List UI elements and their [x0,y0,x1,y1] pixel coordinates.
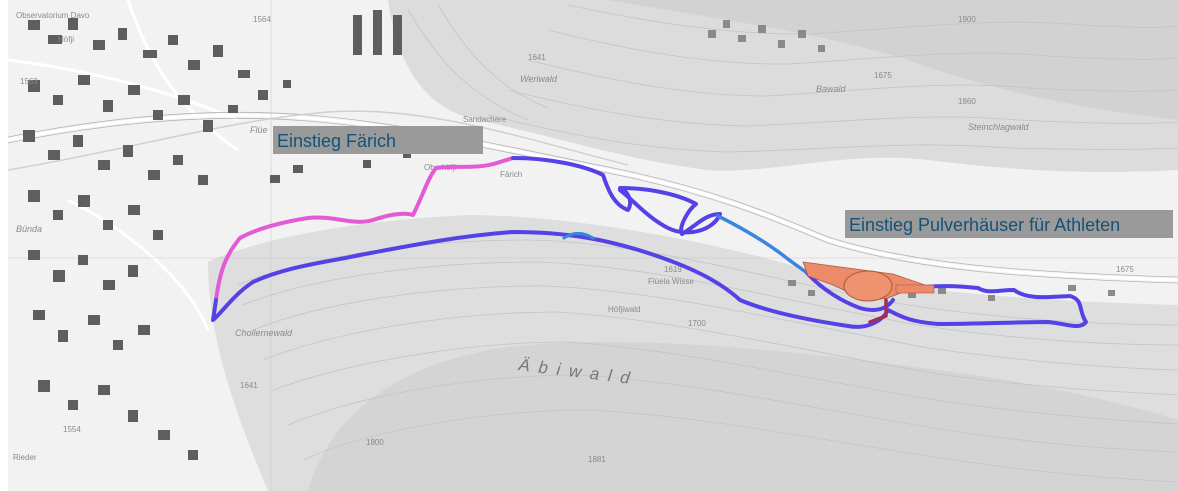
place-label-sandachere: Sandachere [463,115,507,124]
elevation-label: 1641 [240,381,258,390]
south-slope-upper-shading [308,341,1178,491]
elevation-label: 1564 [253,15,271,24]
place-label-rieder: Rieder [13,453,37,462]
road-edges [8,111,1178,284]
contour-lines [237,4,1178,483]
place-label-chollernewald: Chollernewald [235,328,293,338]
town-buildings [23,10,436,460]
route-main-segment-north[interactable] [511,156,722,236]
topographic-map[interactable]: Observatorium Davo Höfji Weriwald Bawald… [8,0,1178,491]
grid-lines [8,0,1178,491]
route-connector[interactable] [562,232,595,240]
stadium-annex [895,284,935,294]
elevation-label: 1641 [528,53,546,62]
place-label-observatorium: Observatorium Davo [16,11,90,20]
place-label-fluela-wisse: Flüela Wisse [648,277,694,286]
ski-trails [211,156,1088,329]
route-maroon-segment[interactable] [868,298,888,324]
route-lightblue-segment[interactable] [716,214,810,276]
route-pink-segment[interactable] [214,156,515,302]
stadium-area[interactable] [802,261,935,302]
elevation-label: 1675 [874,71,892,80]
elevation-label: 1700 [688,319,706,328]
elevation-label: 1900 [958,15,976,24]
place-label-steinchlagwald: Steinchlagwald [968,122,1030,132]
callout-einstieg-faerich: Einstieg Färich [273,126,483,154]
roads [8,0,1178,331]
route-main-segment-south[interactable] [211,230,1088,329]
elevation-label: 1563 [20,77,38,86]
place-label-buenda: Bünda [16,224,42,234]
stadium-oval[interactable] [843,270,893,302]
place-label-hoefjiwald: Höfjiwald [608,305,640,314]
elevation-label: 1675 [1116,265,1134,274]
place-label-bawald: Bawald [816,84,847,94]
elevation-label: 1800 [366,438,384,447]
place-label-weriwald: Weriwald [520,74,558,84]
place-label-hoefji: Höfji [58,35,74,44]
map-view[interactable]: Observatorium Davo Höfji Weriwald Bawald… [8,0,1178,491]
elevation-label: 1554 [63,425,81,434]
elevation-label: 1619 [664,265,682,274]
callout-einstieg-pulverhaeuser: Einstieg Pulverhäuser für Athleten [845,210,1173,238]
place-label-fluela: Flüe [250,125,268,135]
village-buildings [708,20,1115,301]
elevation-label: 1860 [958,97,976,106]
river [8,110,629,171]
elevation-label: 1881 [588,455,606,464]
north-slope-upper-shading [608,0,1178,120]
place-label-faerich: Färich [500,170,522,179]
